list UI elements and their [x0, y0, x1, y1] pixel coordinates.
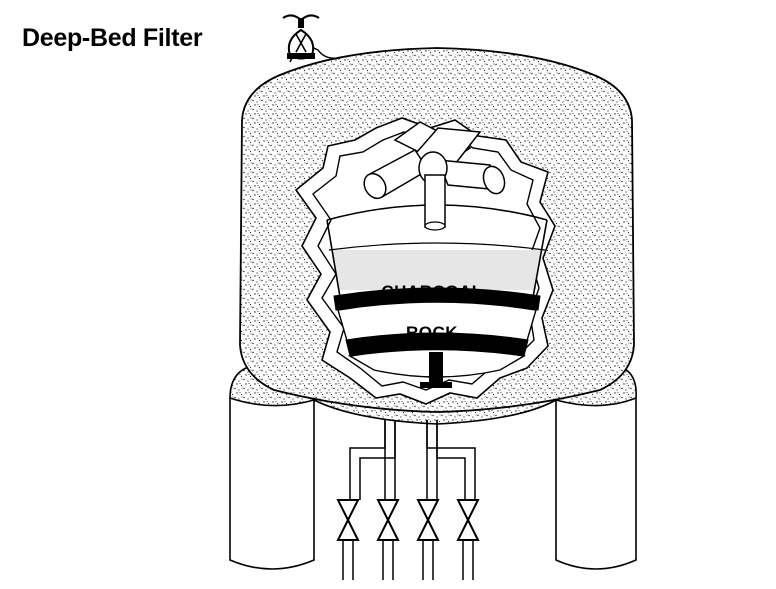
- right-support-leg: [555, 397, 637, 570]
- outlet-stem: [429, 352, 443, 388]
- charcoal-layer-top: [328, 242, 546, 251]
- diagram-title: Deep-Bed Filter: [22, 24, 203, 52]
- outlet-piping: [342, 420, 476, 580]
- gate-valve-icon: [336, 499, 480, 541]
- filter-vessel-sides: [326, 219, 548, 304]
- charcoal-label: CHARCOAL: [381, 282, 482, 301]
- outlet-stem-foot: [420, 382, 452, 388]
- inlet-distributor: [363, 121, 506, 231]
- left-support-leg: [229, 397, 315, 570]
- rock-label: ROCK: [406, 323, 458, 342]
- valve-handwheel-icon: [282, 14, 320, 60]
